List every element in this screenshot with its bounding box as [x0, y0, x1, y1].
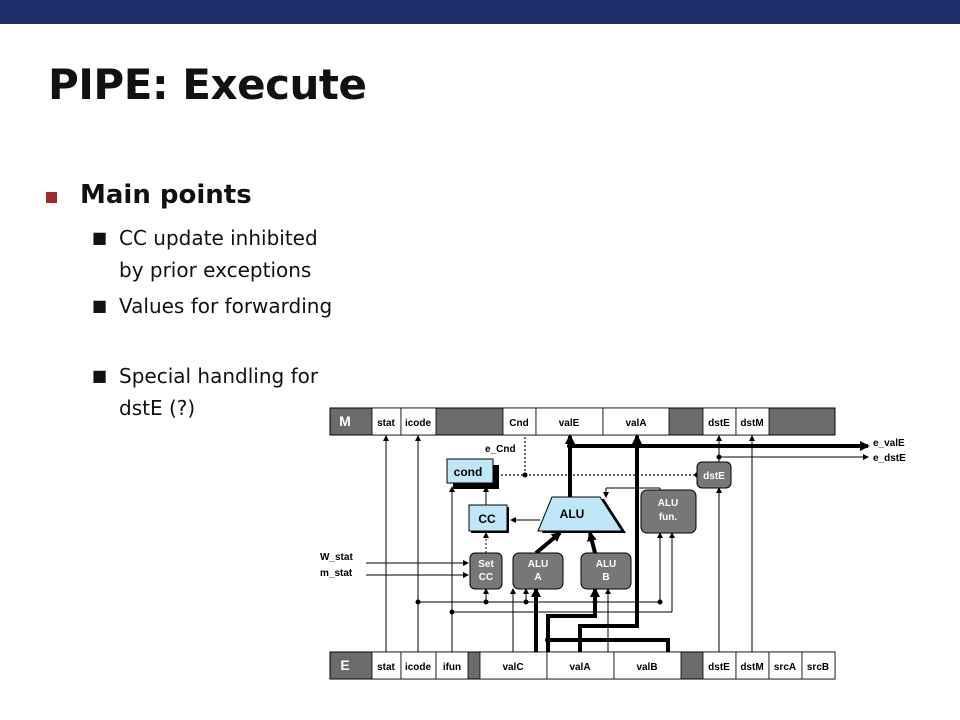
dste-block: dstE	[696, 461, 732, 489]
e-field-srca: srcA	[774, 662, 796, 673]
alu-fun-label-line2: fun.	[659, 512, 678, 523]
e-field-valb: valB	[636, 662, 657, 673]
set-cc-label-line1: Set	[478, 559, 494, 570]
bullet-text: Special handling for dstE (?)	[119, 364, 319, 420]
dotted-wires	[497, 436, 697, 476]
e-dste-label: e_dstE	[873, 453, 906, 464]
e-field-icode: icode	[405, 662, 432, 673]
alu-fun-block: ALU fun.	[640, 489, 697, 534]
set-cc-block: Set CC	[469, 552, 503, 590]
page-title: PIPE: Execute	[48, 60, 367, 109]
cc-block: CC	[468, 504, 509, 533]
top-banner	[0, 0, 960, 24]
main-points-heading: Main points	[46, 180, 252, 210]
e-field-dstm: dstM	[740, 662, 763, 673]
m-register: M stat icode Cnd valE valA dstE dstM	[329, 407, 836, 436]
bullet-marker-icon: ■	[92, 366, 108, 385]
alu-a-label-line2: A	[534, 572, 541, 583]
e-vale-label: e_valE	[873, 438, 905, 449]
alu-b-block: ALU B	[580, 552, 632, 590]
e-field-srcb: srcB	[807, 662, 829, 673]
alu-b-label-line1: ALU	[596, 559, 617, 570]
m-field-vale: valE	[559, 418, 580, 429]
w-stat-label: W_stat	[320, 552, 353, 563]
alu-block: ALU	[537, 496, 626, 533]
bullet-text: Values for forwarding	[119, 294, 333, 318]
m-field-icode: icode	[405, 418, 432, 429]
alu-fun-label-line1: ALU	[658, 498, 679, 509]
bullet-marker-icon: ■	[92, 296, 108, 315]
e-field-vala: valA	[569, 662, 590, 673]
e-register: E stat icode ifun valC valA valB dstE ds…	[329, 651, 836, 680]
bullet-text: CC update inhibited by prior exceptions	[119, 226, 318, 282]
bullet-marker-icon: ■	[92, 228, 108, 247]
m-field-cnd: Cnd	[509, 418, 528, 429]
alu-a-block: ALU A	[512, 552, 564, 590]
m-field-stat: stat	[377, 418, 395, 429]
dste-block-label: dstE	[703, 471, 725, 482]
m-field-dste: dstE	[708, 418, 730, 429]
e-register-name: E	[340, 657, 349, 673]
data-paths	[531, 434, 870, 652]
cond-block: cond	[446, 458, 499, 489]
alu-b-label-line2: B	[602, 572, 609, 583]
e-field-stat: stat	[377, 662, 395, 673]
main-points-label: Main points	[80, 180, 252, 210]
cond-label: cond	[454, 465, 483, 479]
e-field-dste: dstE	[708, 662, 730, 673]
bullet-item-dste: ■ Special handling for dstE (?)	[92, 360, 347, 424]
set-cc-label-line2: CC	[479, 572, 493, 583]
bullet-item-forwarding: ■ Values for forwarding	[92, 290, 347, 322]
control-wires	[366, 435, 869, 652]
m-field-dstm: dstM	[740, 418, 763, 429]
e-field-valc: valC	[502, 662, 523, 673]
alu-label: ALU	[560, 507, 585, 521]
alu-a-label-line1: ALU	[528, 559, 549, 570]
e-cnd-label: e_Cnd	[485, 444, 516, 455]
bullet-item-cc-update: ■ CC update inhibited by prior exception…	[92, 222, 347, 286]
m-register-name: M	[339, 413, 351, 429]
bullet-square-icon	[46, 192, 57, 203]
m-stat-label: m_stat	[320, 568, 353, 579]
e-field-ifun: ifun	[443, 662, 461, 673]
cc-label: CC	[478, 512, 496, 526]
m-field-vala: valA	[625, 418, 646, 429]
